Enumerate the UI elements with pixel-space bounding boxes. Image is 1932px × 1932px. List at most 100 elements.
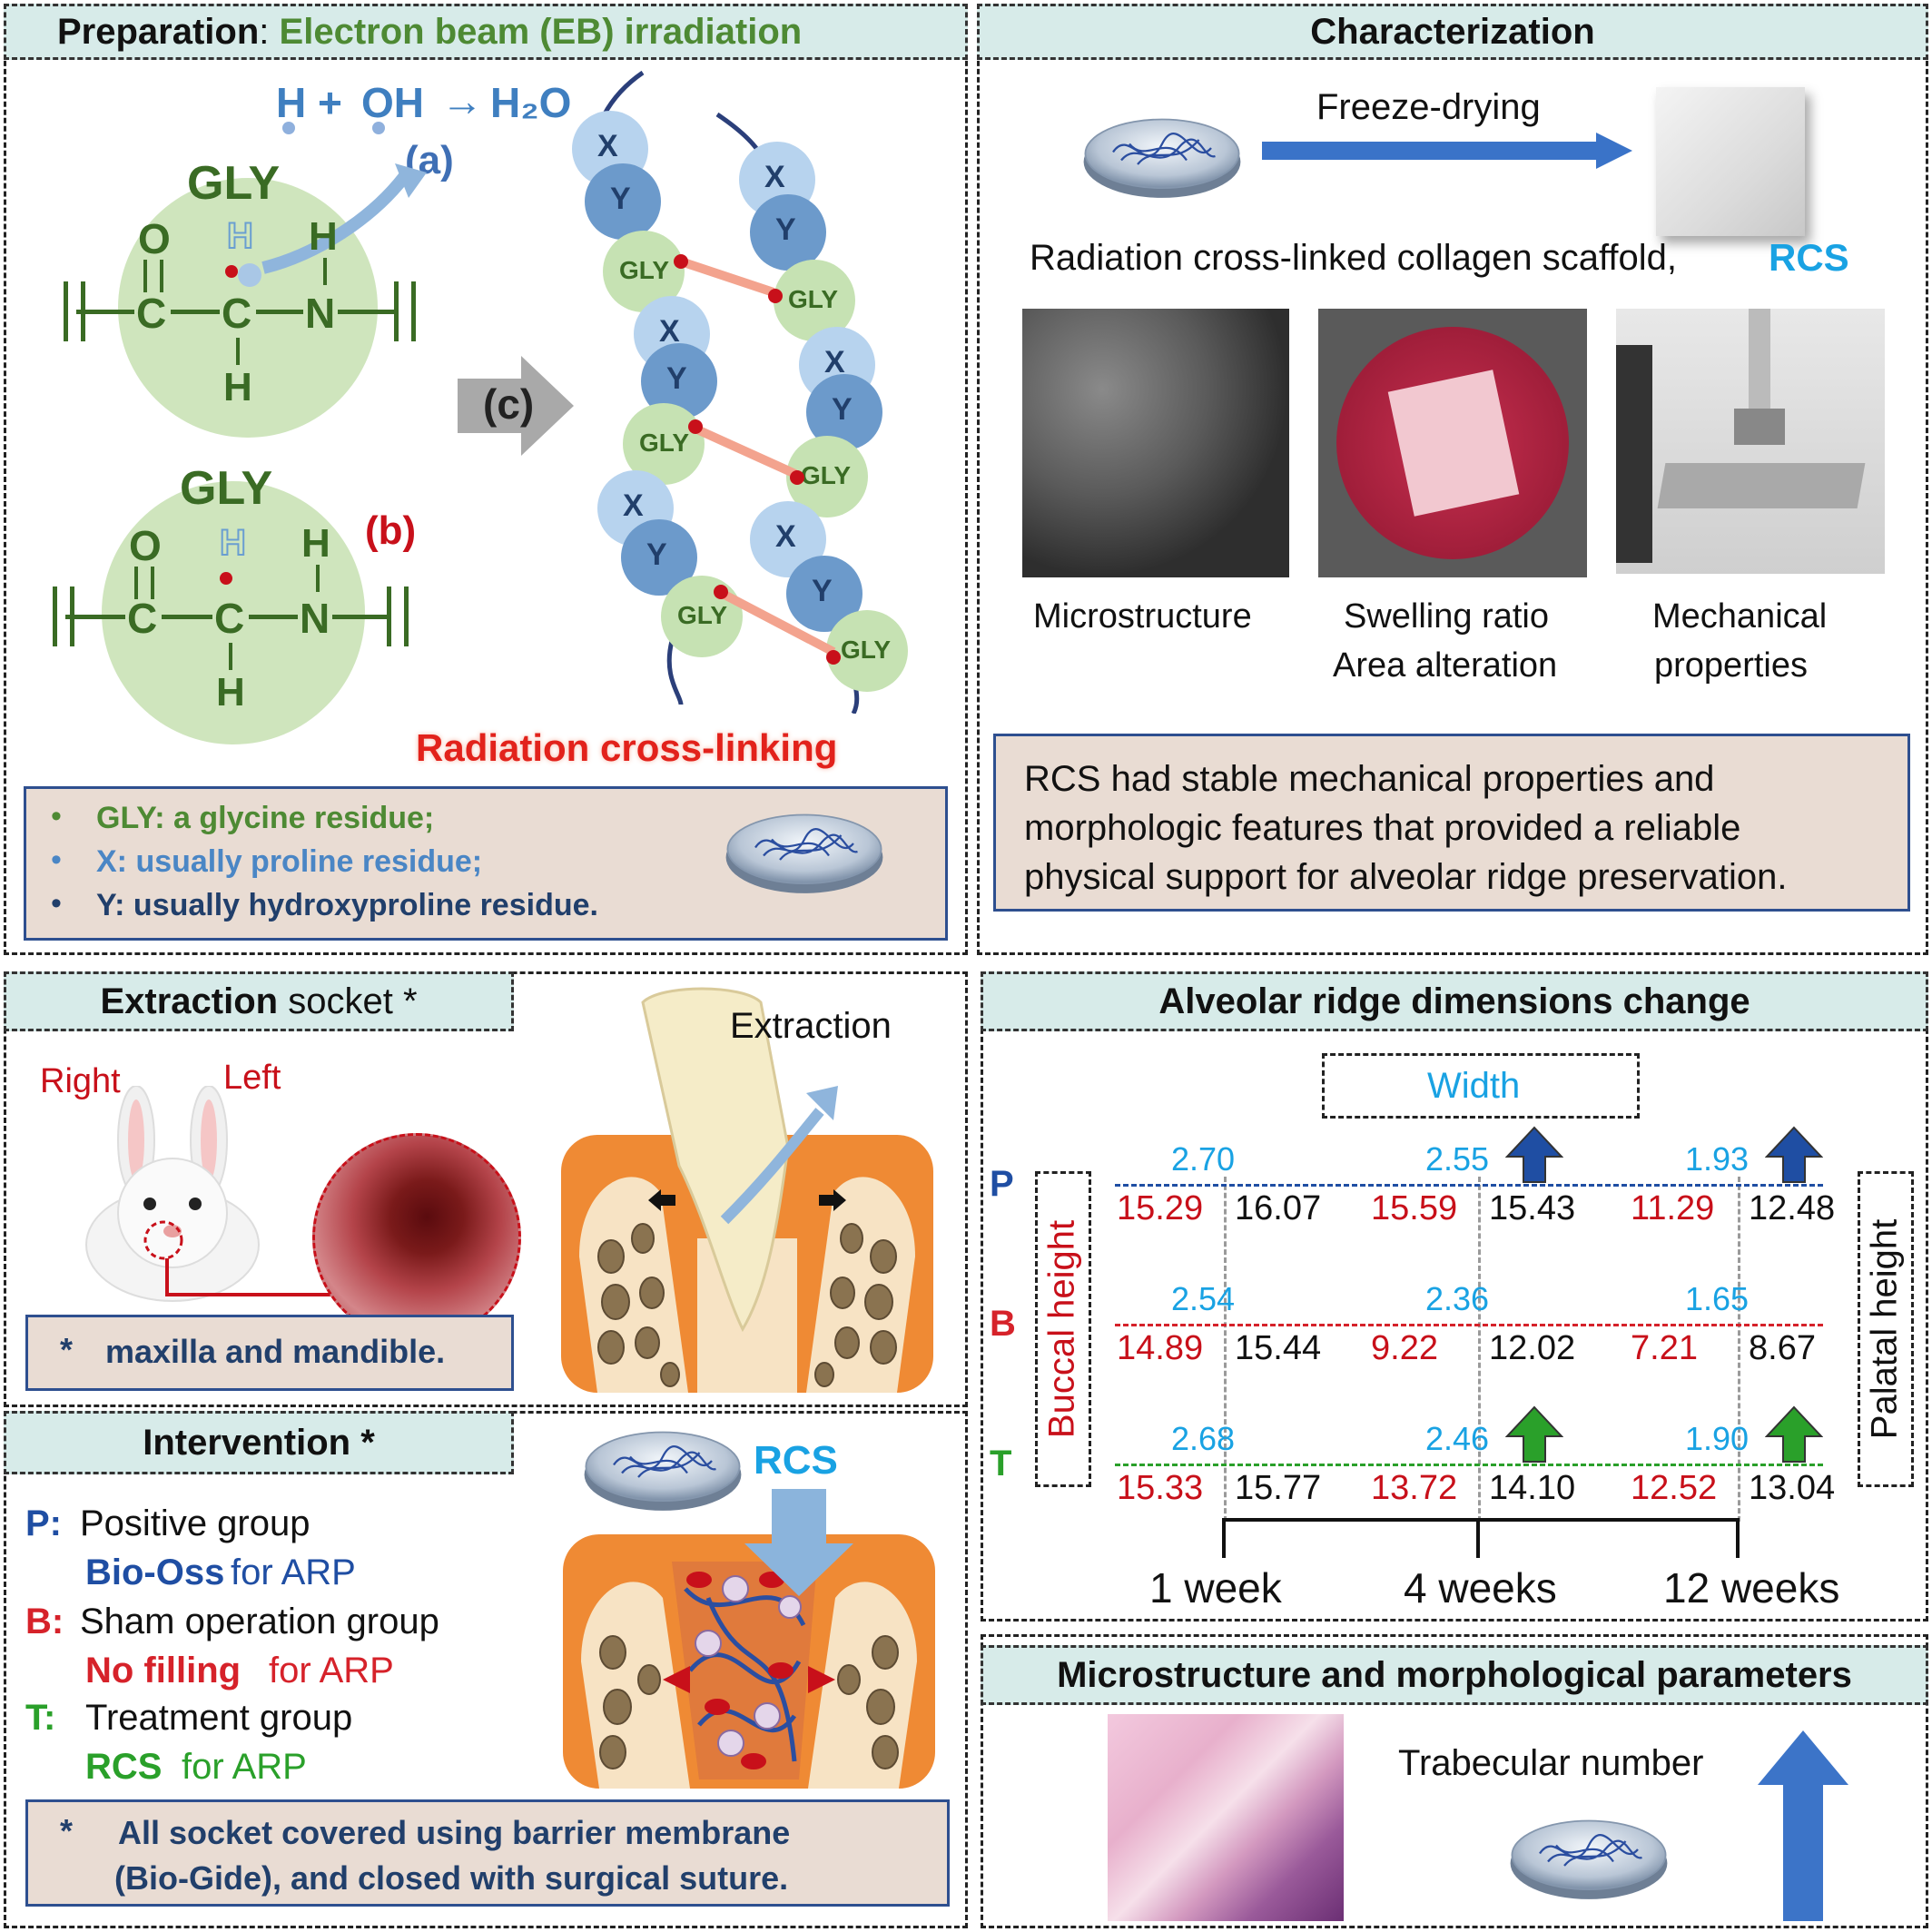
extraction-title-bold: Extraction — [100, 981, 279, 1021]
bead-x-label: X — [824, 345, 845, 380]
area-label: Area alteration — [1333, 646, 1558, 685]
bond-right-a — [338, 310, 394, 314]
trabecular-label: Trabecular number — [1398, 1743, 1704, 1783]
width-value: 2.68 — [1171, 1420, 1236, 1457]
palatal-value: 13.04 — [1749, 1469, 1836, 1507]
intervention-rcs-label: RCS — [754, 1438, 838, 1483]
palatal-value: 8.67 — [1749, 1329, 1816, 1367]
double-bond-a — [143, 260, 163, 292]
timeline-tick — [1736, 1518, 1740, 1558]
right-side-label: Right — [40, 1062, 121, 1100]
increase-arrow-icon — [1505, 1405, 1563, 1463]
bead-y-label: Y — [775, 212, 796, 247]
gly-label-b: GLY — [180, 462, 273, 515]
width-value: 2.55 — [1425, 1140, 1490, 1178]
extraction-note-star: * — [60, 1331, 74, 1368]
legend-bullet: • — [51, 843, 62, 877]
group-t-sub-rest: for ARP — [182, 1747, 307, 1787]
reaction-plus: + — [318, 79, 342, 126]
group-b-sub-rest: for ARP — [269, 1651, 394, 1690]
buccal-value: 9.22 — [1371, 1329, 1438, 1367]
crosslink-bonds — [674, 254, 841, 665]
swelling-image — [1318, 309, 1587, 577]
buccal-label-box — [1035, 1171, 1091, 1487]
mechanical-label: Mechanical — [1652, 597, 1828, 636]
bead-gly-label: GLY — [788, 285, 838, 313]
atom-n-a: N — [305, 290, 336, 337]
crosslink-caption: Radiation cross-linking — [416, 726, 838, 769]
row-divider-b — [1115, 1324, 1823, 1326]
mechanical-test-image — [1616, 309, 1885, 574]
row-divider-t — [1115, 1464, 1823, 1466]
left-side-label: Left — [223, 1059, 281, 1097]
freeze-arrow — [1262, 133, 1632, 169]
intervention-note-box — [25, 1799, 950, 1907]
bead-x-label: X — [659, 314, 680, 349]
bond-left-b — [65, 615, 125, 619]
palatal-label-box — [1858, 1171, 1914, 1487]
atom-h-bottom-a: H — [223, 365, 252, 409]
characterization-header: Characterization — [977, 4, 1928, 60]
timepoint-guide-line — [1224, 1177, 1227, 1522]
intervention-header: Intervention * — [4, 1411, 514, 1474]
legend-bullet: • — [51, 886, 62, 921]
h-atom-dot-a — [238, 263, 261, 287]
extraction-header: Extraction socket * — [4, 971, 514, 1031]
pointer-line — [165, 1258, 169, 1295]
buccal-value: 12.52 — [1631, 1469, 1718, 1507]
bead-x-label: X — [597, 129, 618, 163]
palatal-height-label: Palatal height — [1864, 1218, 1905, 1440]
atom-o-b: O — [129, 522, 162, 569]
group-b-key: B: — [25, 1602, 64, 1641]
atom-h-n-b: H — [301, 521, 330, 566]
bead-gly — [661, 576, 743, 657]
width-label-box — [1322, 1053, 1640, 1119]
radical-dot-a — [225, 265, 238, 278]
intervention-note-star: * — [60, 1812, 74, 1849]
double-bond-b — [134, 567, 154, 599]
summary-line-2: morphologic features that provided a rel… — [1024, 808, 1741, 848]
bead-gly — [826, 610, 908, 692]
buccal-value: 14.89 — [1117, 1329, 1204, 1367]
bead-y-label: Y — [646, 537, 667, 572]
palatal-value: 12.02 — [1489, 1329, 1576, 1367]
timepoint-label: 12 weeks — [1663, 1564, 1840, 1612]
intervention-title: Intervention * — [143, 1422, 375, 1463]
extraction-note: maxilla and mandible. — [105, 1333, 446, 1370]
extraction-title-rest: socket * — [288, 981, 418, 1021]
width-value: 1.65 — [1685, 1280, 1750, 1317]
group-t-name: Treatment group — [85, 1698, 353, 1738]
palatal-value: 15.44 — [1235, 1329, 1322, 1367]
gly-circle-b — [102, 481, 365, 744]
preparation-header: Preparation: Electron beam (EB) irradiat… — [4, 4, 968, 60]
reaction-h: H — [276, 79, 307, 126]
legend-gly: GLY: a glycine residue; — [96, 801, 435, 835]
buccal-value: 11.29 — [1631, 1189, 1715, 1227]
hydrogel-disc-icon — [1080, 111, 1244, 202]
radical-dot-b — [220, 572, 232, 585]
bead-gly-label: GLY — [841, 636, 891, 664]
pointer-line — [165, 1293, 347, 1296]
reaction-h2o: H₂O — [490, 79, 572, 126]
bead-x-label: X — [775, 519, 796, 554]
atom-c1-b: C — [127, 595, 158, 642]
bead-gly-label: GLY — [639, 429, 689, 457]
width-value: 2.54 — [1171, 1280, 1236, 1317]
group-t-key: T: — [25, 1698, 56, 1738]
row-key-p: P — [990, 1164, 1014, 1204]
label-b: (b) — [365, 508, 417, 553]
group-p-name: Positive group — [80, 1503, 310, 1543]
bead-y-label: Y — [666, 361, 687, 396]
end-bar-right-a — [394, 281, 416, 341]
characterization-title: Characterization — [1310, 11, 1595, 52]
bead-y-label: Y — [812, 574, 833, 608]
group-p-sub-rest: for ARP — [231, 1552, 356, 1592]
increase-arrow-icon — [1505, 1126, 1563, 1183]
bead-y — [750, 194, 826, 271]
increase-arrow-icon — [1765, 1126, 1823, 1183]
properties-label: properties — [1654, 646, 1808, 685]
atom-n-b: N — [300, 595, 330, 642]
bead-y-label: Y — [832, 392, 853, 427]
group-b-name: Sham operation group — [80, 1602, 439, 1641]
microstructure-image — [1022, 309, 1289, 577]
